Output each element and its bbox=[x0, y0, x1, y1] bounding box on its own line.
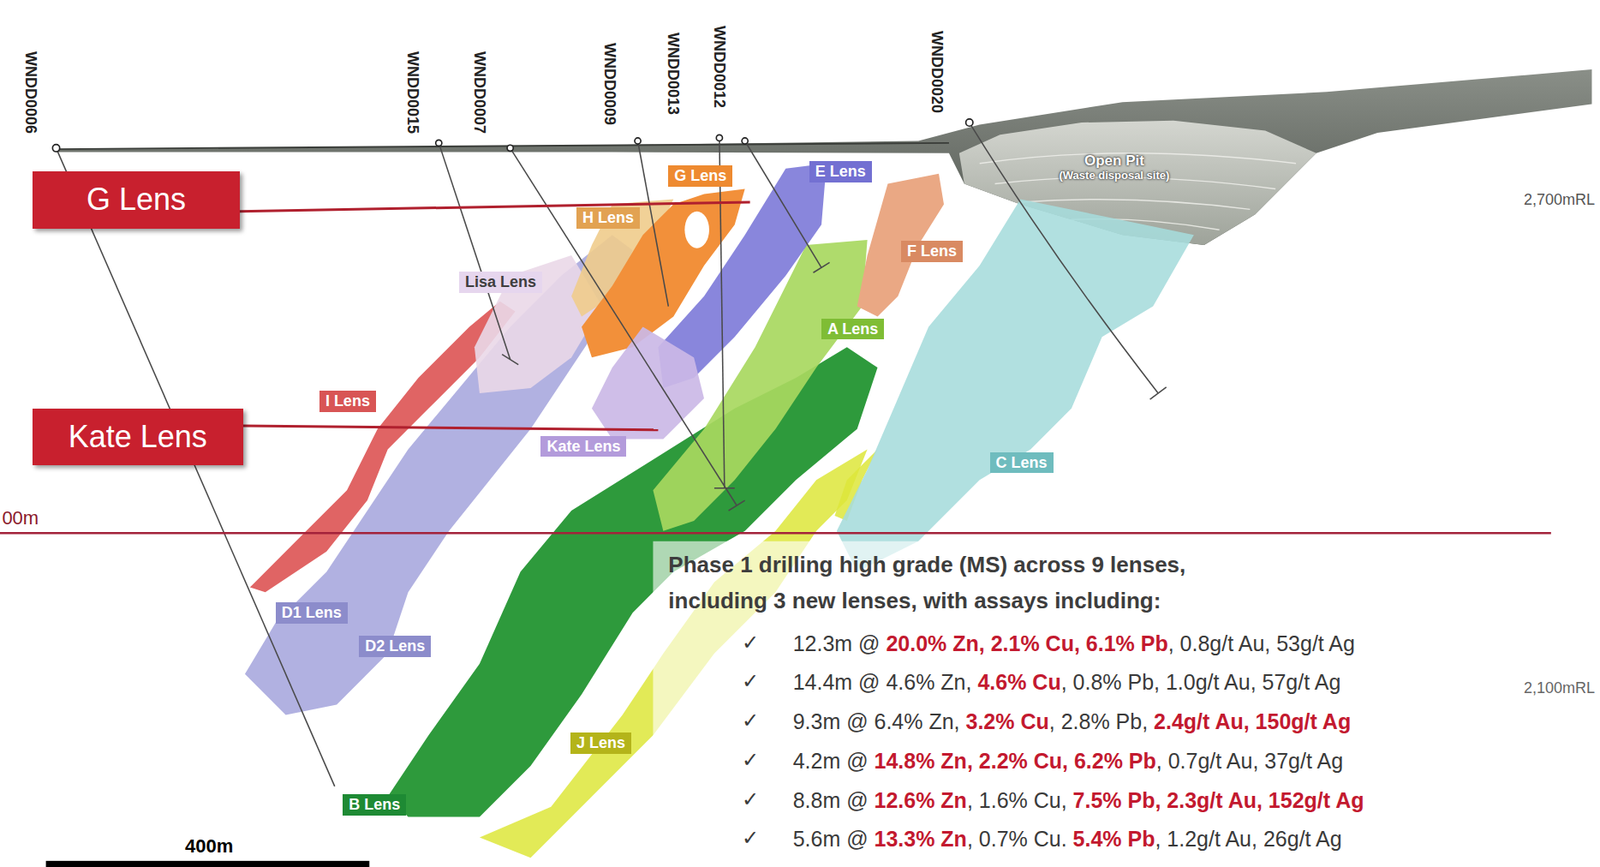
pit-note: (Waste disposal site) bbox=[1059, 169, 1171, 183]
lens-tag: G Lens bbox=[668, 165, 733, 187]
lens-name: I Lens bbox=[325, 392, 371, 410]
scale-bar bbox=[46, 860, 371, 867]
d-lens bbox=[244, 234, 633, 715]
emphasis-text: 14.8% Zn, 2.2% Cu, 6.2% Pb bbox=[874, 748, 1157, 773]
drill-hole-id: WNDD0013 bbox=[665, 32, 681, 115]
heading-text: including 3 new lenses, with assays incl… bbox=[668, 588, 1161, 615]
lens-name: Kate Lens bbox=[546, 437, 621, 455]
pit-name: Open Pit bbox=[1084, 152, 1145, 170]
emphasis-text: 12.6% Zn bbox=[874, 788, 968, 812]
lens-tag: H Lens bbox=[576, 207, 640, 229]
g-lens-hole bbox=[684, 211, 710, 249]
lens-name: F Lens bbox=[907, 242, 957, 260]
emphasis-text: 5.4% Pb bbox=[1073, 826, 1156, 851]
emphasis-text: 7.5% Pb, 2.3g/t Au, 152g/t Ag bbox=[1073, 788, 1365, 812]
lens-tag: A Lens bbox=[821, 318, 884, 341]
drill-hole-id: WNDD0012 bbox=[711, 25, 728, 108]
heading-text: Phase 1 drilling high grade (MS) across … bbox=[668, 552, 1186, 579]
lens-tag: B Lens bbox=[342, 794, 406, 816]
drill-hole-id: WNDD0015 bbox=[405, 51, 421, 134]
i-lens bbox=[250, 301, 516, 593]
leader-line bbox=[239, 202, 751, 212]
assay-result: 4.2m @ 14.8% Zn, 2.2% Cu, 6.2% Pb, 0.7g/… bbox=[793, 748, 1344, 774]
assay-result: 5.6m @ 13.3% Zn, 0.7% Cu. 5.4% Pb, 1.2g/… bbox=[793, 826, 1343, 852]
callout-text: G Lens bbox=[86, 181, 186, 218]
assay-result: 9.3m @ 6.4% Zn, 3.2% Cu, 2.8% Pb, 2.4g/t… bbox=[793, 709, 1352, 735]
check-mark: ✓ bbox=[741, 748, 759, 773]
lens-name: A Lens bbox=[827, 320, 878, 338]
lens-tag: Kate Lens bbox=[540, 435, 627, 458]
elevation-label: 2,700mRL bbox=[1523, 191, 1595, 209]
lens-name: Lisa Lens bbox=[465, 273, 537, 291]
scale-label: 400m bbox=[185, 835, 233, 857]
drill-hole-id: WNDD0006 bbox=[23, 51, 39, 134]
emphasis-text: 3.2% Cu bbox=[966, 709, 1050, 734]
callout-box: G Lens bbox=[32, 171, 240, 229]
lens-tag: D1 Lens bbox=[275, 602, 348, 624]
lens-tag: J Lens bbox=[570, 732, 632, 754]
level-line bbox=[0, 531, 1552, 534]
lens-name: D2 Lens bbox=[364, 637, 425, 655]
assay-result: 12.3m @ 20.0% Zn, 2.1% Cu, 6.1% Pb, 0.8g… bbox=[793, 631, 1356, 657]
assay-result: 8.8m @ 12.6% Zn, 1.6% Cu, 7.5% Pb, 2.3g/… bbox=[793, 788, 1365, 813]
emphasis-text: 4.6% Cu bbox=[977, 669, 1061, 694]
callout-text: Kate Lens bbox=[68, 418, 208, 455]
terrain bbox=[56, 69, 1593, 245]
lens-name: D1 Lens bbox=[281, 603, 342, 621]
lens-name: E Lens bbox=[815, 162, 866, 180]
lens-tag: I Lens bbox=[319, 390, 377, 412]
assay-result: 14.4m @ 4.6% Zn, 4.6% Cu, 0.8% Pb, 1.0g/… bbox=[793, 669, 1342, 695]
surface-line bbox=[56, 143, 950, 150]
lens-tag: Lisa Lens bbox=[459, 271, 543, 293]
lens-tag: D2 Lens bbox=[358, 635, 431, 657]
lens-name: G Lens bbox=[674, 167, 727, 185]
lens-name: H Lens bbox=[582, 208, 634, 227]
lens-tag: C Lens bbox=[990, 452, 1054, 474]
drill-collars bbox=[52, 119, 974, 152]
leader-line bbox=[243, 425, 659, 430]
lens-tag: E Lens bbox=[809, 161, 872, 183]
text-panel bbox=[652, 541, 1600, 867]
callout-box: Kate Lens bbox=[32, 408, 243, 466]
kate-lens bbox=[591, 326, 705, 439]
drill-hole-id: WNDD0020 bbox=[929, 30, 945, 114]
check-mark: ✓ bbox=[741, 631, 759, 656]
lens-name: B Lens bbox=[348, 795, 400, 813]
check-mark: ✓ bbox=[741, 826, 759, 851]
elevation-label: 2,100mRL bbox=[1523, 679, 1595, 698]
drill-hole-id: WNDD0009 bbox=[602, 42, 618, 126]
level-label: 00m bbox=[1, 507, 39, 529]
emphasis-text: 20.0% Zn, 2.1% Cu, 6.1% Pb bbox=[885, 631, 1168, 656]
check-mark: ✓ bbox=[741, 709, 759, 734]
emphasis-text: 2.4g/t Au, 150g/t Ag bbox=[1153, 709, 1351, 734]
lens-name: C Lens bbox=[996, 453, 1048, 472]
emphasis-text: 13.3% Zn bbox=[874, 826, 968, 851]
lens-name: J Lens bbox=[576, 734, 626, 752]
check-mark: ✓ bbox=[741, 669, 759, 694]
lens-tag: F Lens bbox=[901, 240, 963, 263]
check-mark: ✓ bbox=[741, 788, 759, 812]
drill-hole-id: WNDD0007 bbox=[471, 51, 488, 134]
